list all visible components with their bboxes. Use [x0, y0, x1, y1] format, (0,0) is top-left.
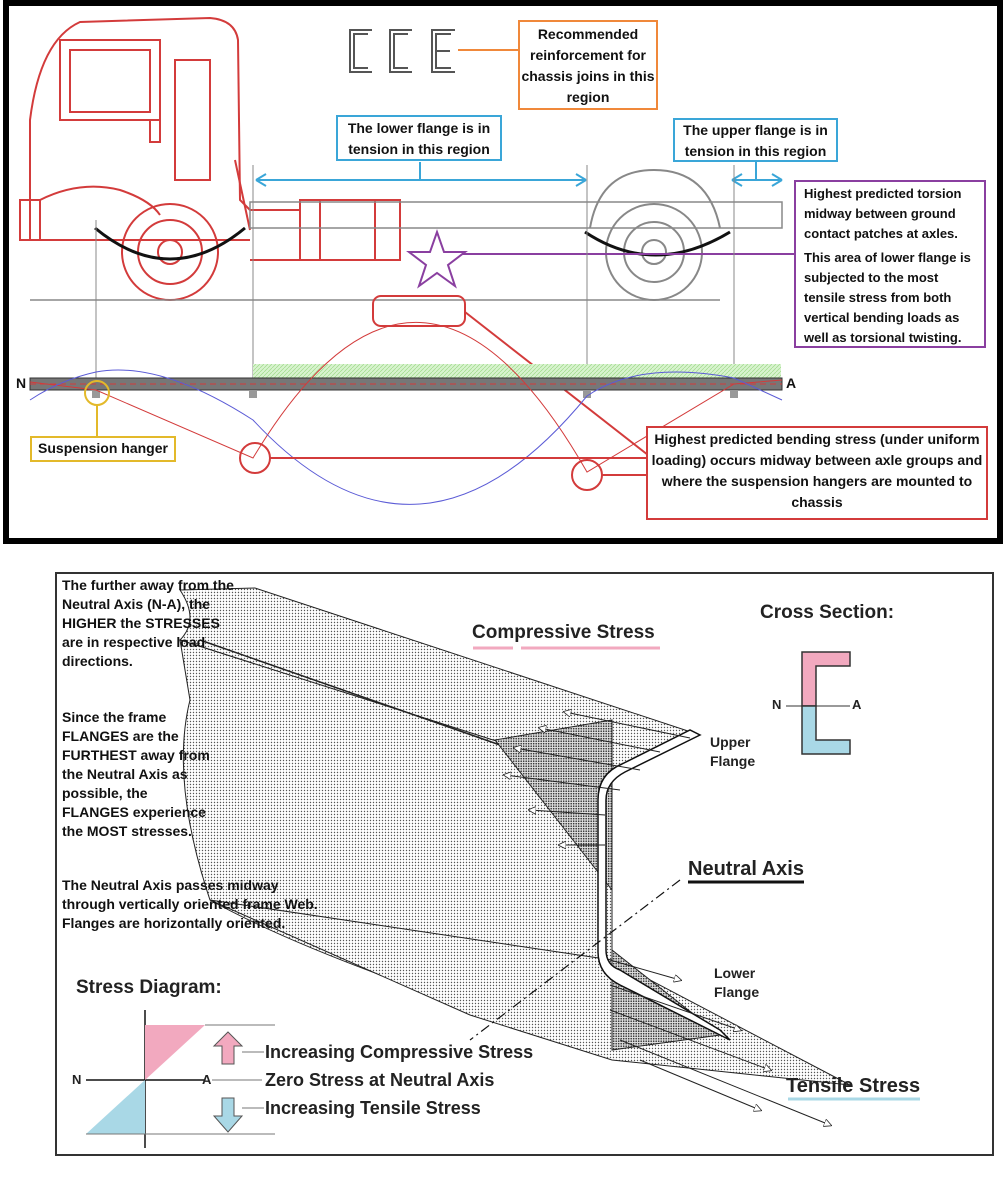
explanation-paragraph-2: Since the frame FLANGES are the FURTHEST… — [62, 709, 210, 839]
compressive-stress-title: Compressive Stress — [472, 622, 655, 643]
lower-flange-label: Lower Flange — [714, 965, 760, 1000]
increasing-compressive-label: Increasing Compressive Stress — [265, 1042, 534, 1062]
rear-wheel — [589, 168, 721, 301]
beam-supports — [92, 390, 738, 398]
truck-cab-drawing — [19, 16, 401, 261]
top-panel-frame — [3, 0, 1003, 544]
beam-a-label: A — [786, 375, 797, 391]
reinforcement-shapes — [349, 29, 455, 73]
tension-zone-band — [253, 364, 781, 378]
cross-section-n-label: N — [772, 697, 782, 712]
chassis-bending-panel: Recommended reinforcement for chassis jo… — [0, 0, 1003, 544]
cross-section-a-label: A — [852, 697, 862, 712]
stress-diagram-n-label: N — [72, 1072, 82, 1087]
stress-point-front — [239, 442, 271, 474]
stress-diagram-title: Stress Diagram: — [76, 977, 222, 998]
torsion-paragraph-1: Highest predicted torsion midway between… — [804, 186, 962, 241]
beam-n-label: N — [16, 375, 27, 391]
zero-stress-label: Zero Stress at Neutral Axis — [265, 1070, 495, 1090]
chassis-diagram-graphic — [19, 16, 794, 505]
shear-curve — [29, 369, 783, 505]
reinforcement-label: Recommended reinforcement for chassis jo… — [518, 20, 658, 110]
torsion-paragraph-2: This area of lower flange is subjected t… — [804, 250, 971, 345]
stress-explanation-panel — [55, 572, 994, 1156]
suspension-hanger-label: Suspension hanger — [30, 436, 176, 462]
stress-diagram-a-label: A — [202, 1072, 212, 1087]
upper-flange-arrow — [731, 162, 783, 187]
increasing-tensile-label: Increasing Tensile Stress — [265, 1098, 481, 1118]
peak-stress-box — [372, 295, 466, 327]
guide-lines — [95, 165, 735, 395]
stress-point-rear — [571, 459, 603, 491]
lower-flange-label: The lower flange is in tension in this r… — [336, 115, 502, 161]
tensile-stress-title: Tensile Stress — [786, 1075, 921, 1097]
upper-flange-label: Upper Flange — [710, 734, 756, 769]
explanation-paragraph-1: The further away from the Neutral Axis (… — [62, 577, 234, 669]
bending-label: Highest predicted bending stress (under … — [646, 426, 988, 520]
upper-flange-label: The upper flange is in tension in this r… — [673, 118, 838, 162]
torsion-star-icon — [406, 228, 468, 289]
lower-flange-arrow — [255, 162, 587, 187]
front-spring-curve — [94, 226, 246, 261]
cross-section-title: Cross Section: — [760, 602, 895, 623]
neutral-axis-title: Neutral Axis — [688, 858, 804, 880]
explanation-paragraph-3: The Neutral Axis passes midway through v… — [62, 877, 318, 931]
torsion-label: Highest predicted torsion midway between… — [794, 180, 986, 348]
chassis-rail — [30, 201, 783, 301]
